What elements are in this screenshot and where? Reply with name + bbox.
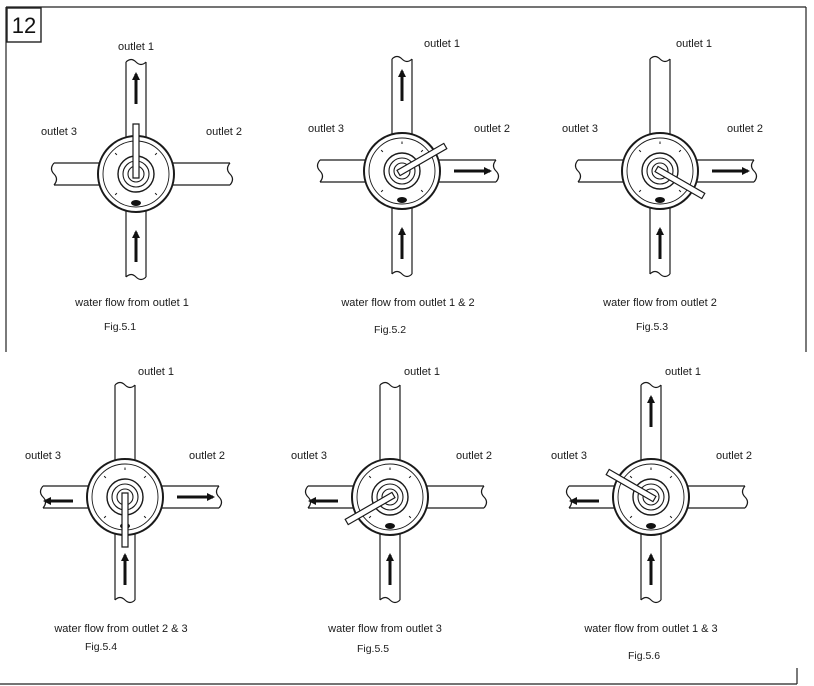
outlet-3-label: outlet 3 (41, 126, 77, 138)
indicator-dot (131, 200, 141, 206)
figure-5-3: outlet 1 outlet 2 outlet 3 water flow fr… (562, 38, 763, 333)
valve-diagram (574, 55, 758, 278)
outlet-1-label: outlet 1 (118, 41, 154, 53)
indicator-dot (385, 523, 395, 529)
step-number-box: 12 (6, 7, 42, 43)
step-number: 12 (12, 13, 36, 38)
figure-label: Fig.5.2 (374, 324, 406, 336)
figure-5-4: outlet 1 outlet 2 outlet 3 water flow fr… (25, 366, 225, 653)
valve-diagram (304, 381, 488, 604)
flow-caption: water flow from outlet 2 & 3 (53, 623, 187, 635)
page-frame (0, 6, 807, 685)
valve-diagram (565, 381, 749, 604)
outlet-1-label: outlet 1 (665, 366, 701, 378)
outlet-2-label: outlet 2 (474, 123, 510, 135)
indicator-dot (646, 523, 656, 529)
figure-label: Fig.5.1 (104, 321, 136, 333)
lever-handle (654, 165, 706, 200)
outlet-3-label: outlet 3 (551, 450, 587, 462)
figure-5-5: outlet 1 outlet 2 outlet 3 water flow fr… (291, 366, 492, 655)
lever-handle (132, 123, 140, 179)
outlet-1-label: outlet 1 (404, 366, 440, 378)
outlet-1-label: outlet 1 (424, 38, 460, 50)
valve-diagram (50, 58, 234, 281)
lever-handle (396, 142, 448, 177)
figure-label: Fig.5.4 (85, 641, 117, 653)
lever-handle (605, 468, 657, 503)
outlet-2-label: outlet 2 (716, 450, 752, 462)
outlet-2-label: outlet 2 (456, 450, 492, 462)
figure-label: Fig.5.5 (357, 643, 389, 655)
lever-handle (344, 491, 396, 526)
outlet-1-label: outlet 1 (138, 366, 174, 378)
lever-handle (121, 492, 129, 548)
outlet-2-label: outlet 2 (727, 123, 763, 135)
flow-caption: water flow from outlet 1 (74, 297, 189, 309)
outlet-3-label: outlet 3 (308, 123, 344, 135)
flow-caption: water flow from outlet 1 & 2 (340, 297, 474, 309)
figure-5-6: outlet 1 outlet 2 outlet 3 water flow fr… (551, 366, 752, 662)
valve-diagram (39, 381, 223, 604)
flow-caption: water flow from outlet 2 (602, 297, 717, 309)
flow-caption: water flow from outlet 3 (327, 623, 442, 635)
flow-caption: water flow from outlet 1 & 3 (583, 623, 717, 635)
outlet-1-label: outlet 1 (676, 38, 712, 50)
outlet-2-label: outlet 2 (206, 126, 242, 138)
indicator-dot (397, 197, 407, 203)
outlet-3-label: outlet 3 (562, 123, 598, 135)
figure-label: Fig.5.3 (636, 321, 668, 333)
valve-diagram (316, 55, 500, 278)
figure-label: Fig.5.6 (628, 650, 660, 662)
outlet-2-label: outlet 2 (189, 450, 225, 462)
outlet-3-label: outlet 3 (25, 450, 61, 462)
outlet-3-label: outlet 3 (291, 450, 327, 462)
indicator-dot (655, 197, 665, 203)
figure-5-2: outlet 1 outlet 2 outlet 3 water flow fr… (308, 38, 510, 336)
figure-5-1: outlet 1 outlet 2 outlet 3 water flow fr… (41, 41, 242, 333)
